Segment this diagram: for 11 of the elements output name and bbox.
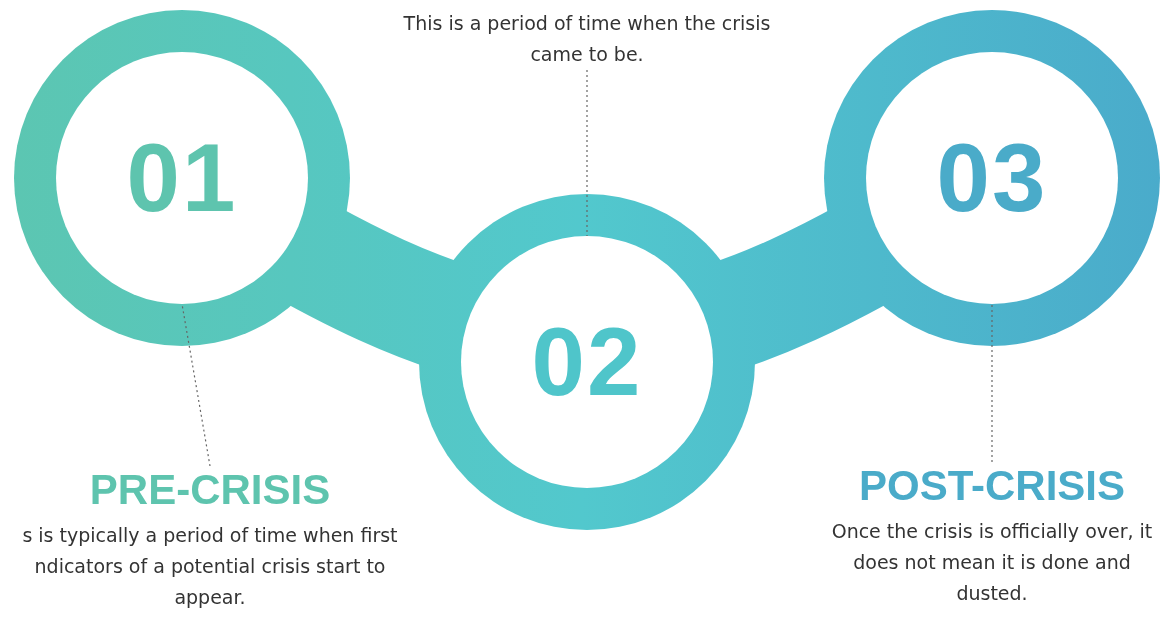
leader-line [586, 69, 588, 237]
phase-heading: PRE-CRISIS [89, 466, 331, 514]
step-number: 03 [936, 123, 1048, 233]
phase-description: This is a period of time when the crisis came to be. [402, 11, 772, 67]
leader-line [991, 303, 993, 463]
phase-description: Once the crisis is officially over, it does not mean it is done and dusted. [830, 519, 1154, 606]
step-number: 02 [531, 307, 643, 417]
phase-description: s is typically a period of time when first ndicators of a potential crisis start to appear. [21, 523, 399, 610]
leader-line [181, 303, 211, 467]
phase-heading: POST-CRISIS [858, 462, 1126, 510]
step-number: 01 [126, 123, 238, 233]
